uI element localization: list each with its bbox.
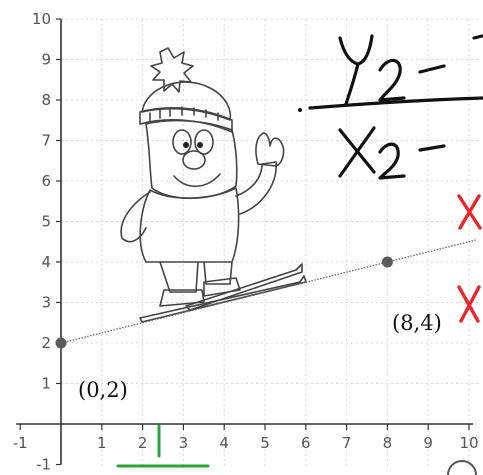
line-series	[60, 239, 478, 344]
y-tick-label: 2	[41, 334, 51, 352]
x-tick-label: 1	[97, 434, 107, 452]
y-tick-label: 7	[41, 132, 51, 150]
y-tick-label: 1	[41, 375, 51, 393]
tick-labels: -1 1 2 3 4 5 6 7 8 9 10 -1 1 2 3 4 5 6 7 8 9 10	[13, 10, 479, 474]
y-tick-label: 8	[41, 91, 51, 109]
x-tick-label: 5	[260, 434, 270, 452]
data-point-0	[55, 337, 67, 349]
handwritten-slope-formula	[298, 34, 483, 180]
y-tick-label: 4	[41, 253, 51, 271]
x-tick-label: 3	[179, 434, 189, 452]
data-points	[55, 256, 393, 349]
green-highlight-marks	[116, 424, 210, 468]
y-tick-label: 3	[41, 294, 51, 312]
x-tick-label: 4	[219, 434, 229, 452]
point-label-8-4: (8,4)	[392, 311, 442, 335]
x-tick-label: 7	[342, 434, 352, 452]
x-tick-label: 6	[301, 434, 311, 452]
y-tick-label: 6	[41, 172, 51, 190]
x-tick-label: 9	[423, 434, 433, 452]
series-line-0	[60, 239, 478, 344]
x-tick-label: 10	[459, 434, 478, 452]
data-point-1	[381, 256, 393, 268]
y-tick-label: 9	[41, 51, 51, 69]
red-x-marks	[457, 194, 482, 323]
partial-circle-mark	[447, 460, 477, 475]
point-label-0-2: (0,2)	[78, 378, 128, 402]
x-tick-label: 8	[383, 434, 393, 452]
y-tick-label: 10	[32, 10, 51, 28]
y-tick-label: 5	[41, 213, 51, 231]
axes	[16, 18, 473, 466]
y-tick-label: -1	[36, 456, 51, 474]
skier-cartoon-icon	[120, 47, 307, 323]
x-tick-label: 2	[138, 434, 148, 452]
x-tick-label: -1	[13, 434, 28, 452]
